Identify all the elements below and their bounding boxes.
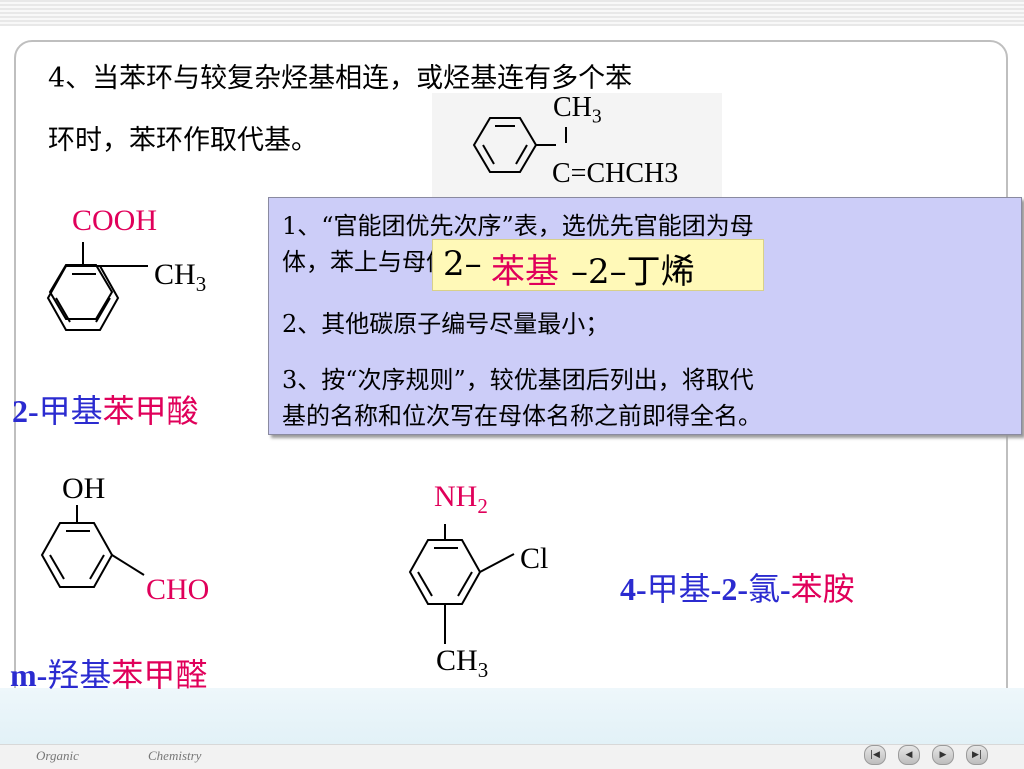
- footer-organic: Organic: [36, 748, 79, 763]
- aldehyde-benzene-ring: [40, 505, 145, 588]
- alkene-name-part-2: 苯基: [491, 252, 559, 292]
- acid-name-part-1: 2-: [12, 393, 39, 429]
- rule-3-line-1: 3、按“次序规则”，较优基团后列出，将取代: [282, 366, 754, 394]
- rules-box: [268, 197, 1022, 435]
- aniline-name-part-4: 氯: [747, 570, 780, 608]
- aniline-nh2-label: NH2: [434, 480, 488, 518]
- acid-name-part-2: 甲基: [38, 392, 103, 430]
- last-slide-icon[interactable]: ▶|: [966, 745, 988, 765]
- aldehyde-oh-label: OH: [62, 472, 106, 505]
- rule-1-line-1: 1、“官能团优先次序”表，选优先官能团为母: [282, 212, 754, 240]
- aniline-name: 4-甲基-2-氯-苯胺: [620, 564, 855, 610]
- aniline-cl-label: Cl: [520, 542, 549, 575]
- aniline-name-part-3: -2-: [710, 571, 748, 607]
- aniline-name-part-5: -: [780, 571, 791, 607]
- acid-benzene-ring: [46, 242, 148, 331]
- aniline-name-part-1: 4-: [620, 571, 647, 607]
- aldehyde-cho-label: CHO: [146, 573, 210, 606]
- footer-chemistry: Chemistry: [148, 748, 202, 763]
- alkene-name-part-3: –2–丁烯: [571, 252, 695, 292]
- acid-ch3-label: CH3: [154, 258, 207, 296]
- aldehyde-name-part-2: 羟基: [47, 656, 112, 694]
- top-decorative-bar: [0, 0, 1024, 26]
- rule-2: 2、其他碳原子编号尽量最小；: [282, 310, 610, 338]
- alkene-ch3-label: CH3: [553, 92, 602, 128]
- prev-slide-icon[interactable]: ◀: [898, 745, 920, 765]
- aniline-benzene-ring: [408, 524, 515, 644]
- bottom-decorative-band: [0, 688, 1024, 744]
- acid-cooh-label: COOH: [72, 204, 158, 237]
- acid-name-part-3: 苯甲酸: [102, 392, 199, 430]
- aldehyde-name-part-1: m-: [10, 657, 48, 693]
- next-slide-icon[interactable]: ▶: [932, 745, 954, 765]
- alkene-chain-label: C=CHCH3: [552, 158, 679, 189]
- aniline-name-part-2: 甲基: [646, 570, 711, 608]
- intro-line-1: 4、当苯环与较复杂烃基相连，或烃基连有多个苯: [48, 63, 633, 94]
- aldehyde-name-part-3: 苯甲醛: [111, 656, 208, 694]
- acid-name: 2-甲基苯甲酸: [12, 386, 199, 432]
- intro-line-2: 环时，苯环作取代基。: [48, 125, 318, 156]
- alkene-name-box: 2– 苯基 –2–丁烯: [432, 239, 764, 292]
- alkene-benzene-ring: [472, 117, 567, 173]
- rule-3-line-2: 基的名称和位次写在母体名称之前即得全名。: [282, 402, 762, 430]
- aniline-ch3-label: CH3: [436, 644, 489, 682]
- alkene-structure-bg: [432, 93, 722, 203]
- aniline-name-part-6: 苯胺: [790, 570, 855, 608]
- aldehyde-name: m-羟基苯甲醛: [10, 650, 207, 696]
- first-slide-icon[interactable]: |◀: [864, 745, 886, 765]
- footer-bar: [0, 744, 1024, 769]
- alkene-name-part-1: 2–: [443, 244, 482, 284]
